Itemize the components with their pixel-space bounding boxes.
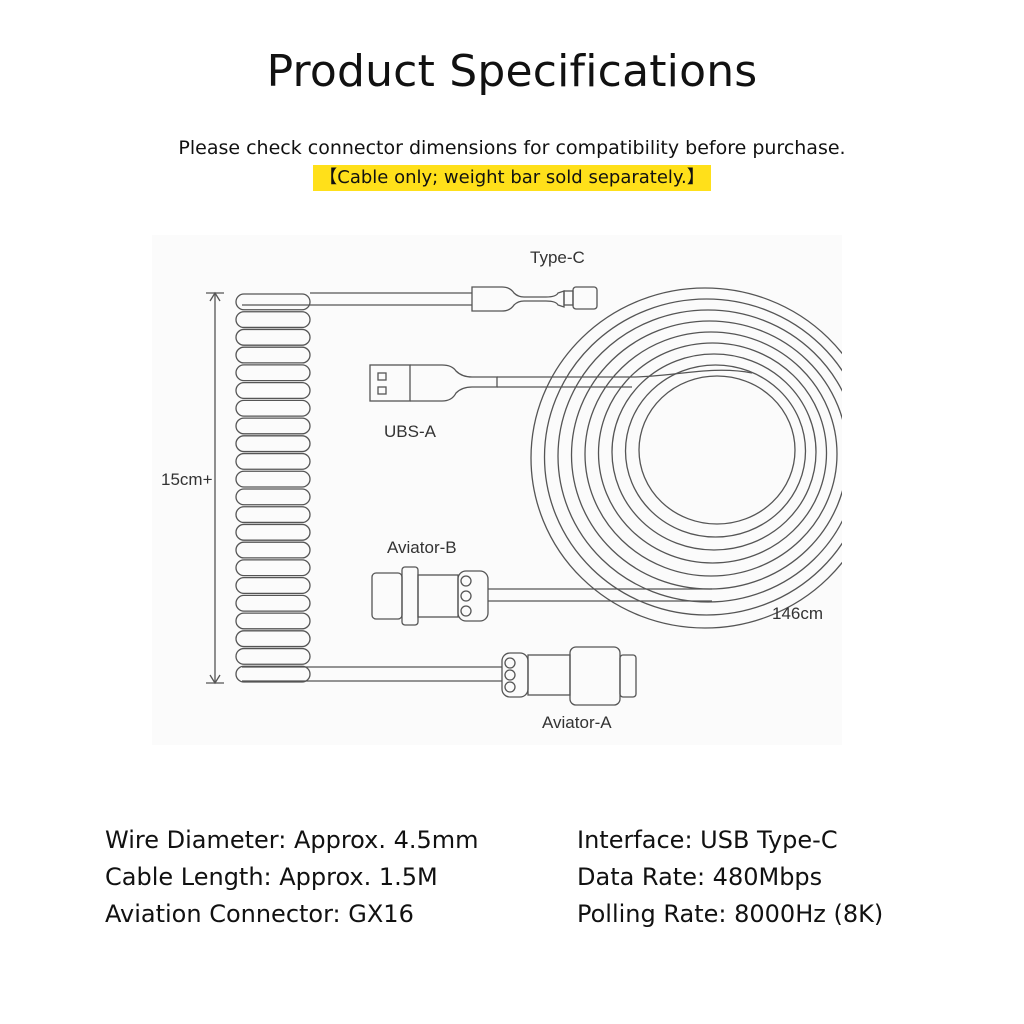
coil-loop [235,381,311,400]
spec-interface: Interface: USB Type-C [577,826,838,854]
coil-loop [235,417,311,435]
label-usb-a: UBS-A [384,422,437,441]
usb-a-plug-icon [369,364,411,402]
usb-a-pin-icon [377,372,387,381]
coil-loop [235,576,311,595]
cable-diagram-svg: Type-C UBS-A 15cm+ Aviator-B 146cm Aviat… [161,248,842,732]
type-c-plug-icon [572,286,598,310]
coil-loop [235,630,311,648]
coil-loop [235,399,311,417]
spiral-ring [638,375,796,525]
aviator-a-tip-icon [619,654,637,698]
coil-loop [235,612,311,630]
cable-diagram: Type-C UBS-A 15cm+ Aviator-B 146cm Aviat… [152,235,842,745]
usb-a-pin-icon [377,386,387,395]
spiral-ring [557,309,842,603]
compatibility-note: Please check connector dimensions for co… [178,137,846,159]
specs-right-column: Interface: USB Type-C Data Rate: 480Mbps… [577,822,883,933]
spiral-ring [584,331,838,577]
type-c-neck-icon [563,290,574,306]
spec-cable-length: Cable Length: Approx. 1.5M [105,863,438,891]
page-title: Product Specifications [266,46,758,97]
aviator-a-body-icon [527,654,571,696]
spec-aviation-connector: Aviation Connector: GX16 [105,900,414,928]
coil-loop [235,594,311,612]
label-aviator-b: Aviator-B [387,538,457,557]
coil-loop [235,488,311,506]
aviator-a-ring-icon [504,681,516,693]
coil-loop [235,311,311,329]
aviator-b-ring-icon [460,605,472,617]
spec-data-rate: Data Rate: 480Mbps [577,863,823,891]
cable-spiral [530,287,842,629]
aviator-a-ring-icon [504,669,516,681]
coil-loop [235,452,311,470]
aviator-b-body-icon [417,574,459,618]
coiled-cable [235,293,311,683]
coil-loop [235,541,311,559]
coil-loop [235,647,311,665]
coil-loop [235,665,311,683]
aviator-b-grip-icon [457,570,489,622]
coil-loop [235,328,311,346]
coil-loop [235,470,311,488]
spiral-ring [543,298,842,616]
coil-loop [235,523,311,541]
cable-only-notice: 【Cable only; weight bar sold separately.… [313,165,711,191]
coil-arrow-up-icon [209,291,221,302]
aviator-a-ring-icon [504,657,516,669]
aviator-b-ring-icon [460,590,472,602]
aviator-a-nut-icon [569,646,621,706]
notice-wrap: 【Cable only; weight bar sold separately.… [0,165,1024,191]
label-cable-length: 146cm [772,604,823,623]
coil-loop [235,293,311,311]
aviator-b-cap-icon [371,572,403,620]
aviator-b-ring-icon [460,575,472,587]
spiral-ring [597,342,828,564]
spiral-ring [611,353,817,551]
coil-loop [235,506,311,524]
label-type-c: Type-C [530,248,585,267]
coil-loop [235,346,311,364]
specs-left-column: Wire Diameter: Approx. 4.5mm Cable Lengt… [105,822,479,933]
spiral-ring [624,364,807,538]
coil-loop [235,364,311,382]
usb-a-cable-top [497,369,753,378]
aviator-b-nut-icon [401,566,419,626]
coil-loop [235,435,311,453]
coil-arrow-down-icon [209,674,221,685]
coil-loop [235,559,311,577]
usb-a-housing-icon [410,364,498,402]
type-c-connector-icon [471,286,565,312]
label-aviator-a: Aviator-A [542,713,612,732]
spiral-ring [530,287,842,629]
spec-wire-diameter: Wire Diameter: Approx. 4.5mm [105,826,479,854]
spec-polling-rate: Polling Rate: 8000Hz (8K) [577,900,884,928]
label-coil-length: 15cm+ [161,470,213,489]
